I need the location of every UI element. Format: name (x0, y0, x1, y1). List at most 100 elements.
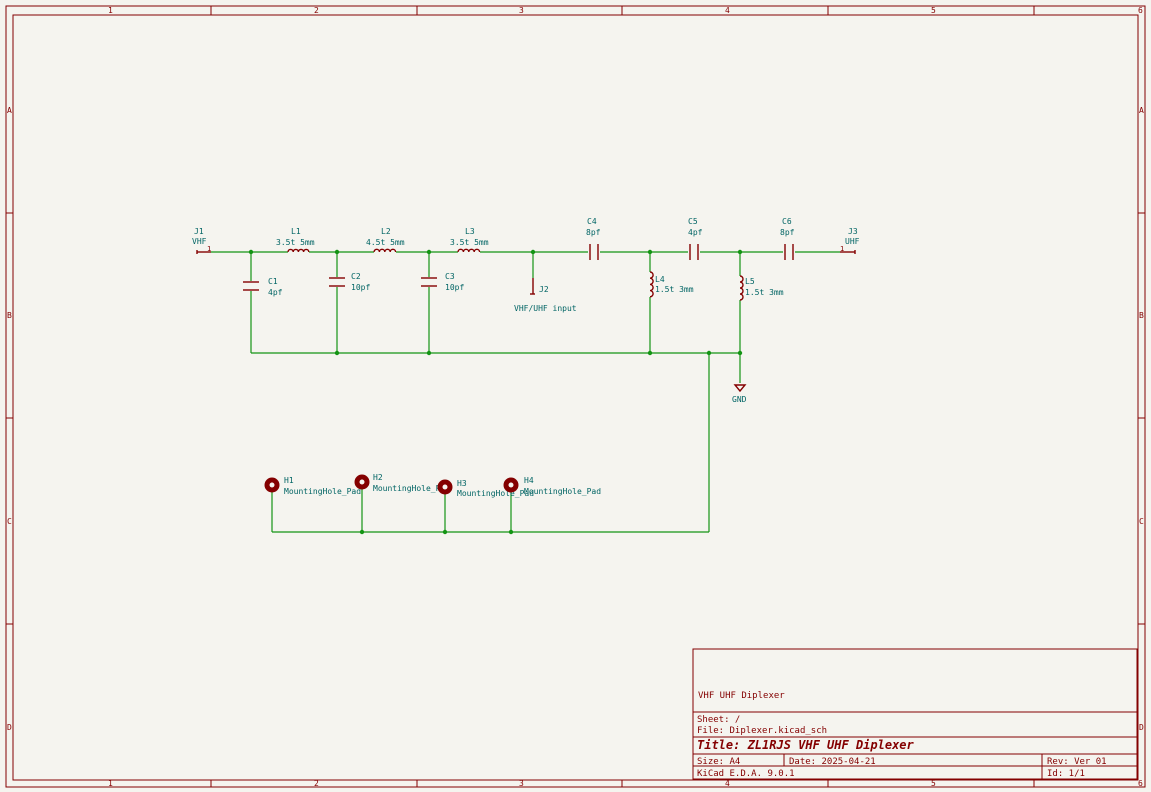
gnd-label: GND (732, 395, 747, 404)
row-label: D (7, 723, 12, 732)
h2-value: MountingHole_Pad (373, 484, 450, 493)
sheet-border: 1 2 3 4 5 6 1 2 3 4 5 6 A B C D A B C D (5, 5, 1146, 788)
column-label: 3 (519, 779, 524, 788)
l3-value: 3.5t 5mm (450, 238, 489, 247)
h3-value: MountingHole_Pad (457, 489, 534, 498)
tb-date: Date: 2025-04-21 (789, 757, 876, 767)
mounting-hole-h4[interactable]: H4 MountingHole_Pad (503, 476, 601, 496)
ground-symbol[interactable]: GND (732, 384, 747, 404)
c6-ref: C6 (782, 217, 792, 226)
h1-ref: H1 (284, 476, 294, 485)
row-label: A (1139, 106, 1144, 115)
capacitor-c5[interactable]: C5 4pf (688, 217, 703, 260)
mounting-hole-h3[interactable]: H3 MountingHole_Pad (437, 479, 534, 498)
capacitor-c1[interactable]: C1 4pf (243, 277, 283, 297)
h4-value: MountingHole_Pad (524, 487, 601, 496)
connector-j2[interactable]: J2 VHF/UHF input (514, 278, 577, 313)
tb-sheet: Sheet: / (697, 715, 740, 725)
c6-value: 8pf (780, 228, 795, 237)
mounting-hole-h1[interactable]: H1 MountingHole_Pad (264, 476, 361, 496)
mounting-hole-h2[interactable]: H2 MountingHole_Pad (354, 473, 450, 493)
c5-value: 4pf (688, 228, 703, 237)
inductor-l2[interactable]: L2 4.5t 5mm (366, 227, 405, 253)
inductor-l5[interactable]: L5 1.5t 3mm (739, 275, 784, 301)
junction-dot (737, 249, 743, 255)
column-label: 6 (1138, 6, 1143, 15)
row-label: D (1139, 723, 1144, 732)
c5-ref: C5 (688, 217, 698, 226)
l2-value: 4.5t 5mm (366, 238, 405, 247)
l2-ref: L2 (381, 227, 391, 236)
column-label: 2 (314, 6, 319, 15)
inductor-l4[interactable]: L4 1.5t 3mm (649, 271, 694, 298)
junction-dot (426, 350, 432, 356)
row-label: B (1139, 311, 1144, 320)
junction-dot (426, 249, 432, 255)
column-label: 5 (931, 779, 936, 788)
tb-comment: VHF UHF Diplexer (698, 691, 785, 701)
c1-ref: C1 (268, 277, 278, 286)
l1-value: 3.5t 5mm (276, 238, 315, 247)
inductor-l3[interactable]: L3 3.5t 5mm (450, 227, 489, 253)
tb-title: Title: ZL1RJS VHF UHF Diplexer (697, 738, 915, 752)
j3-ref: J3 (848, 227, 858, 236)
j3-pin: 1 (840, 245, 844, 253)
column-label: 6 (1138, 779, 1143, 788)
capacitor-c6[interactable]: C6 8pf (780, 217, 795, 260)
j1-value: VHF (192, 237, 207, 246)
capacitor-c2[interactable]: C2 10pf (329, 272, 370, 292)
column-label: 1 (108, 6, 113, 15)
column-label: 3 (519, 6, 524, 15)
j3-value: UHF (845, 237, 860, 246)
junction-dot (706, 350, 712, 356)
j2-ref: J2 (539, 285, 549, 294)
l5-ref: L5 (745, 277, 755, 286)
tb-file: File: Diplexer.kicad_sch (697, 726, 827, 736)
c3-value: 10pf (445, 283, 464, 292)
c3-ref: C3 (445, 272, 455, 281)
junction-dot (334, 350, 340, 356)
tb-id: Id: 1/1 (1047, 769, 1085, 779)
connector-j1[interactable]: J1 VHF 1 (192, 227, 211, 254)
row-label: C (1139, 517, 1144, 526)
column-label: 4 (725, 779, 730, 788)
h1-value: MountingHole_Pad (284, 487, 361, 496)
tb-app: KiCad E.D.A. 9.0.1 (697, 769, 795, 779)
junction-dot (508, 529, 514, 535)
junction-dot (442, 529, 448, 535)
row-dividers (6, 212, 1145, 625)
column-label: 4 (725, 6, 730, 15)
inductor-l1[interactable]: L1 3.5t 5mm (276, 227, 315, 253)
junction-dot (737, 350, 743, 356)
j1-pin: 1 (207, 245, 211, 253)
column-labels-top: 1 2 3 4 5 6 (108, 6, 1143, 15)
wires (211, 251, 840, 533)
l1-ref: L1 (291, 227, 301, 236)
tb-size: Size: A4 (697, 757, 740, 767)
l3-ref: L3 (465, 227, 475, 236)
junction-dot (530, 249, 536, 255)
row-labels-left: A B C D (7, 106, 12, 732)
row-label: B (7, 311, 12, 320)
l5-value: 1.5t 3mm (745, 288, 784, 297)
j2-value: VHF/UHF input (514, 304, 577, 313)
l4-ref: L4 (655, 275, 665, 284)
connector-j3[interactable]: J3 UHF 1 (840, 227, 860, 254)
row-labels-right: A B C D (1139, 106, 1144, 732)
c2-ref: C2 (351, 272, 361, 281)
column-label: 2 (314, 779, 319, 788)
junctions (248, 249, 743, 535)
column-label: 5 (931, 6, 936, 15)
l4-value: 1.5t 3mm (655, 285, 694, 294)
row-label: A (7, 106, 12, 115)
junction-dot (334, 249, 340, 255)
junction-dot (647, 350, 653, 356)
column-labels-bottom: 1 2 3 4 5 6 (108, 779, 1143, 788)
h3-ref: H3 (457, 479, 467, 488)
capacitor-c4[interactable]: C4 8pf (586, 217, 601, 260)
junction-dot (359, 529, 365, 535)
c2-value: 10pf (351, 283, 370, 292)
c4-ref: C4 (587, 217, 597, 226)
capacitor-c3[interactable]: C3 10pf (421, 272, 464, 292)
tb-rev: Rev: Ver 01 (1047, 757, 1107, 767)
